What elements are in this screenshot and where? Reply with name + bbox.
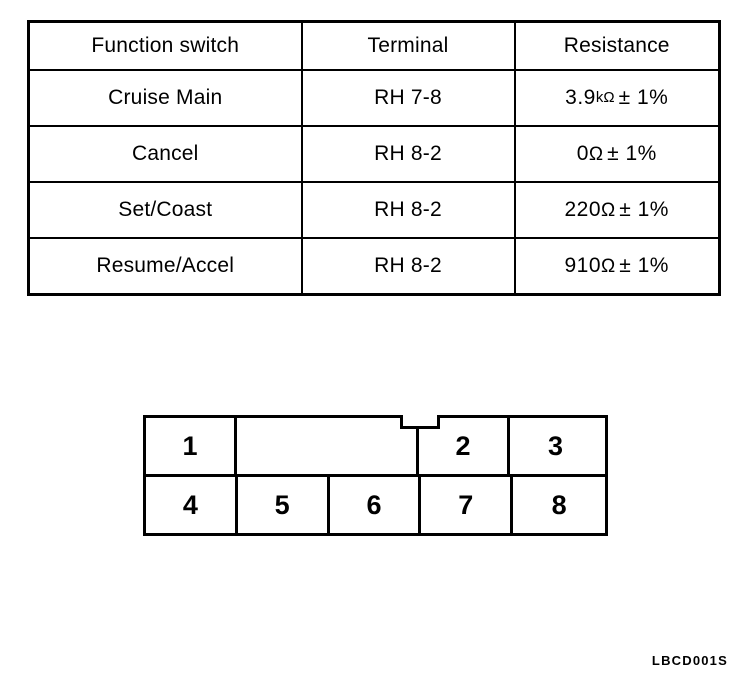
connector-pin-5: 5 — [238, 477, 330, 533]
resistance-unit: Ω — [601, 256, 616, 277]
column-header-function-switch: Function switch — [27, 20, 303, 71]
cell-function-switch: Resume/Accel — [27, 237, 303, 296]
column-header-resistance: Resistance — [513, 20, 721, 71]
resistance-unit: Ω — [588, 144, 604, 165]
resistance-value: 0 — [576, 142, 589, 165]
table-header-row: Function switch Terminal Resistance — [27, 20, 721, 71]
connector-pin-3: 3 — [547, 430, 564, 461]
connector-pin-7: 7 — [421, 477, 514, 533]
table-row: Cancel RH 8-2 0Ω± 1% — [27, 125, 721, 183]
connector-pin-8: 8 — [551, 489, 567, 520]
connector-top-row: 1 2 3 — [146, 415, 605, 477]
table-row: Resume/Accel RH 8-2 910Ω± 1% — [27, 237, 721, 296]
resistance-value: 910 — [564, 254, 602, 277]
cell-resistance: 220Ω± 1% — [513, 181, 721, 239]
table-row: Set/Coast RH 8-2 220Ω± 1% — [27, 181, 721, 239]
connector-pin-4: 4 — [146, 477, 238, 533]
resistance-unit: Ω — [601, 200, 616, 221]
cell-terminal: RH 7-8 — [300, 69, 516, 127]
cell-function-switch: Set/Coast — [27, 181, 303, 239]
table-row: Cruise Main RH 7-8 3.9kΩ± 1% — [27, 69, 721, 127]
connector-pin-2: 2 — [419, 418, 510, 474]
cell-function-switch: Cruise Main — [27, 69, 303, 127]
resistance-unit: kΩ — [595, 89, 615, 106]
connector-pin-6: 6 — [330, 477, 422, 533]
figure-id-label: LBCD001S — [651, 653, 728, 668]
resistance-spec-table: Function switch Terminal Resistance Crui… — [27, 20, 721, 296]
connector-bottom-row: 4 5 6 7 8 — [146, 477, 605, 533]
resistance-tolerance: ± 1% — [618, 86, 669, 109]
cell-resistance: 3.9kΩ± 1% — [513, 69, 721, 127]
cell-terminal: RH 8-2 — [300, 237, 516, 296]
resistance-tolerance: ± 1% — [619, 198, 669, 221]
resistance-value: 220 — [564, 198, 602, 221]
resistance-tolerance: ± 1% — [619, 254, 669, 277]
column-header-terminal: Terminal — [300, 20, 516, 71]
connector-empty-cell — [237, 415, 440, 474]
cell-terminal: RH 8-2 — [300, 181, 516, 239]
cell-resistance: 0Ω± 1% — [513, 125, 721, 183]
connector-pin-1: 1 — [146, 418, 237, 474]
connector-pinout-diagram: 1 2 3 4 5 6 7 8 — [143, 415, 608, 536]
resistance-tolerance: ± 1% — [607, 142, 657, 165]
cell-terminal: RH 8-2 — [300, 125, 516, 183]
locking-tab-notch-icon — [400, 415, 440, 429]
resistance-value: 3.9 — [565, 86, 596, 109]
cell-function-switch: Cancel — [27, 125, 303, 183]
cell-resistance: 910Ω± 1% — [513, 237, 721, 296]
